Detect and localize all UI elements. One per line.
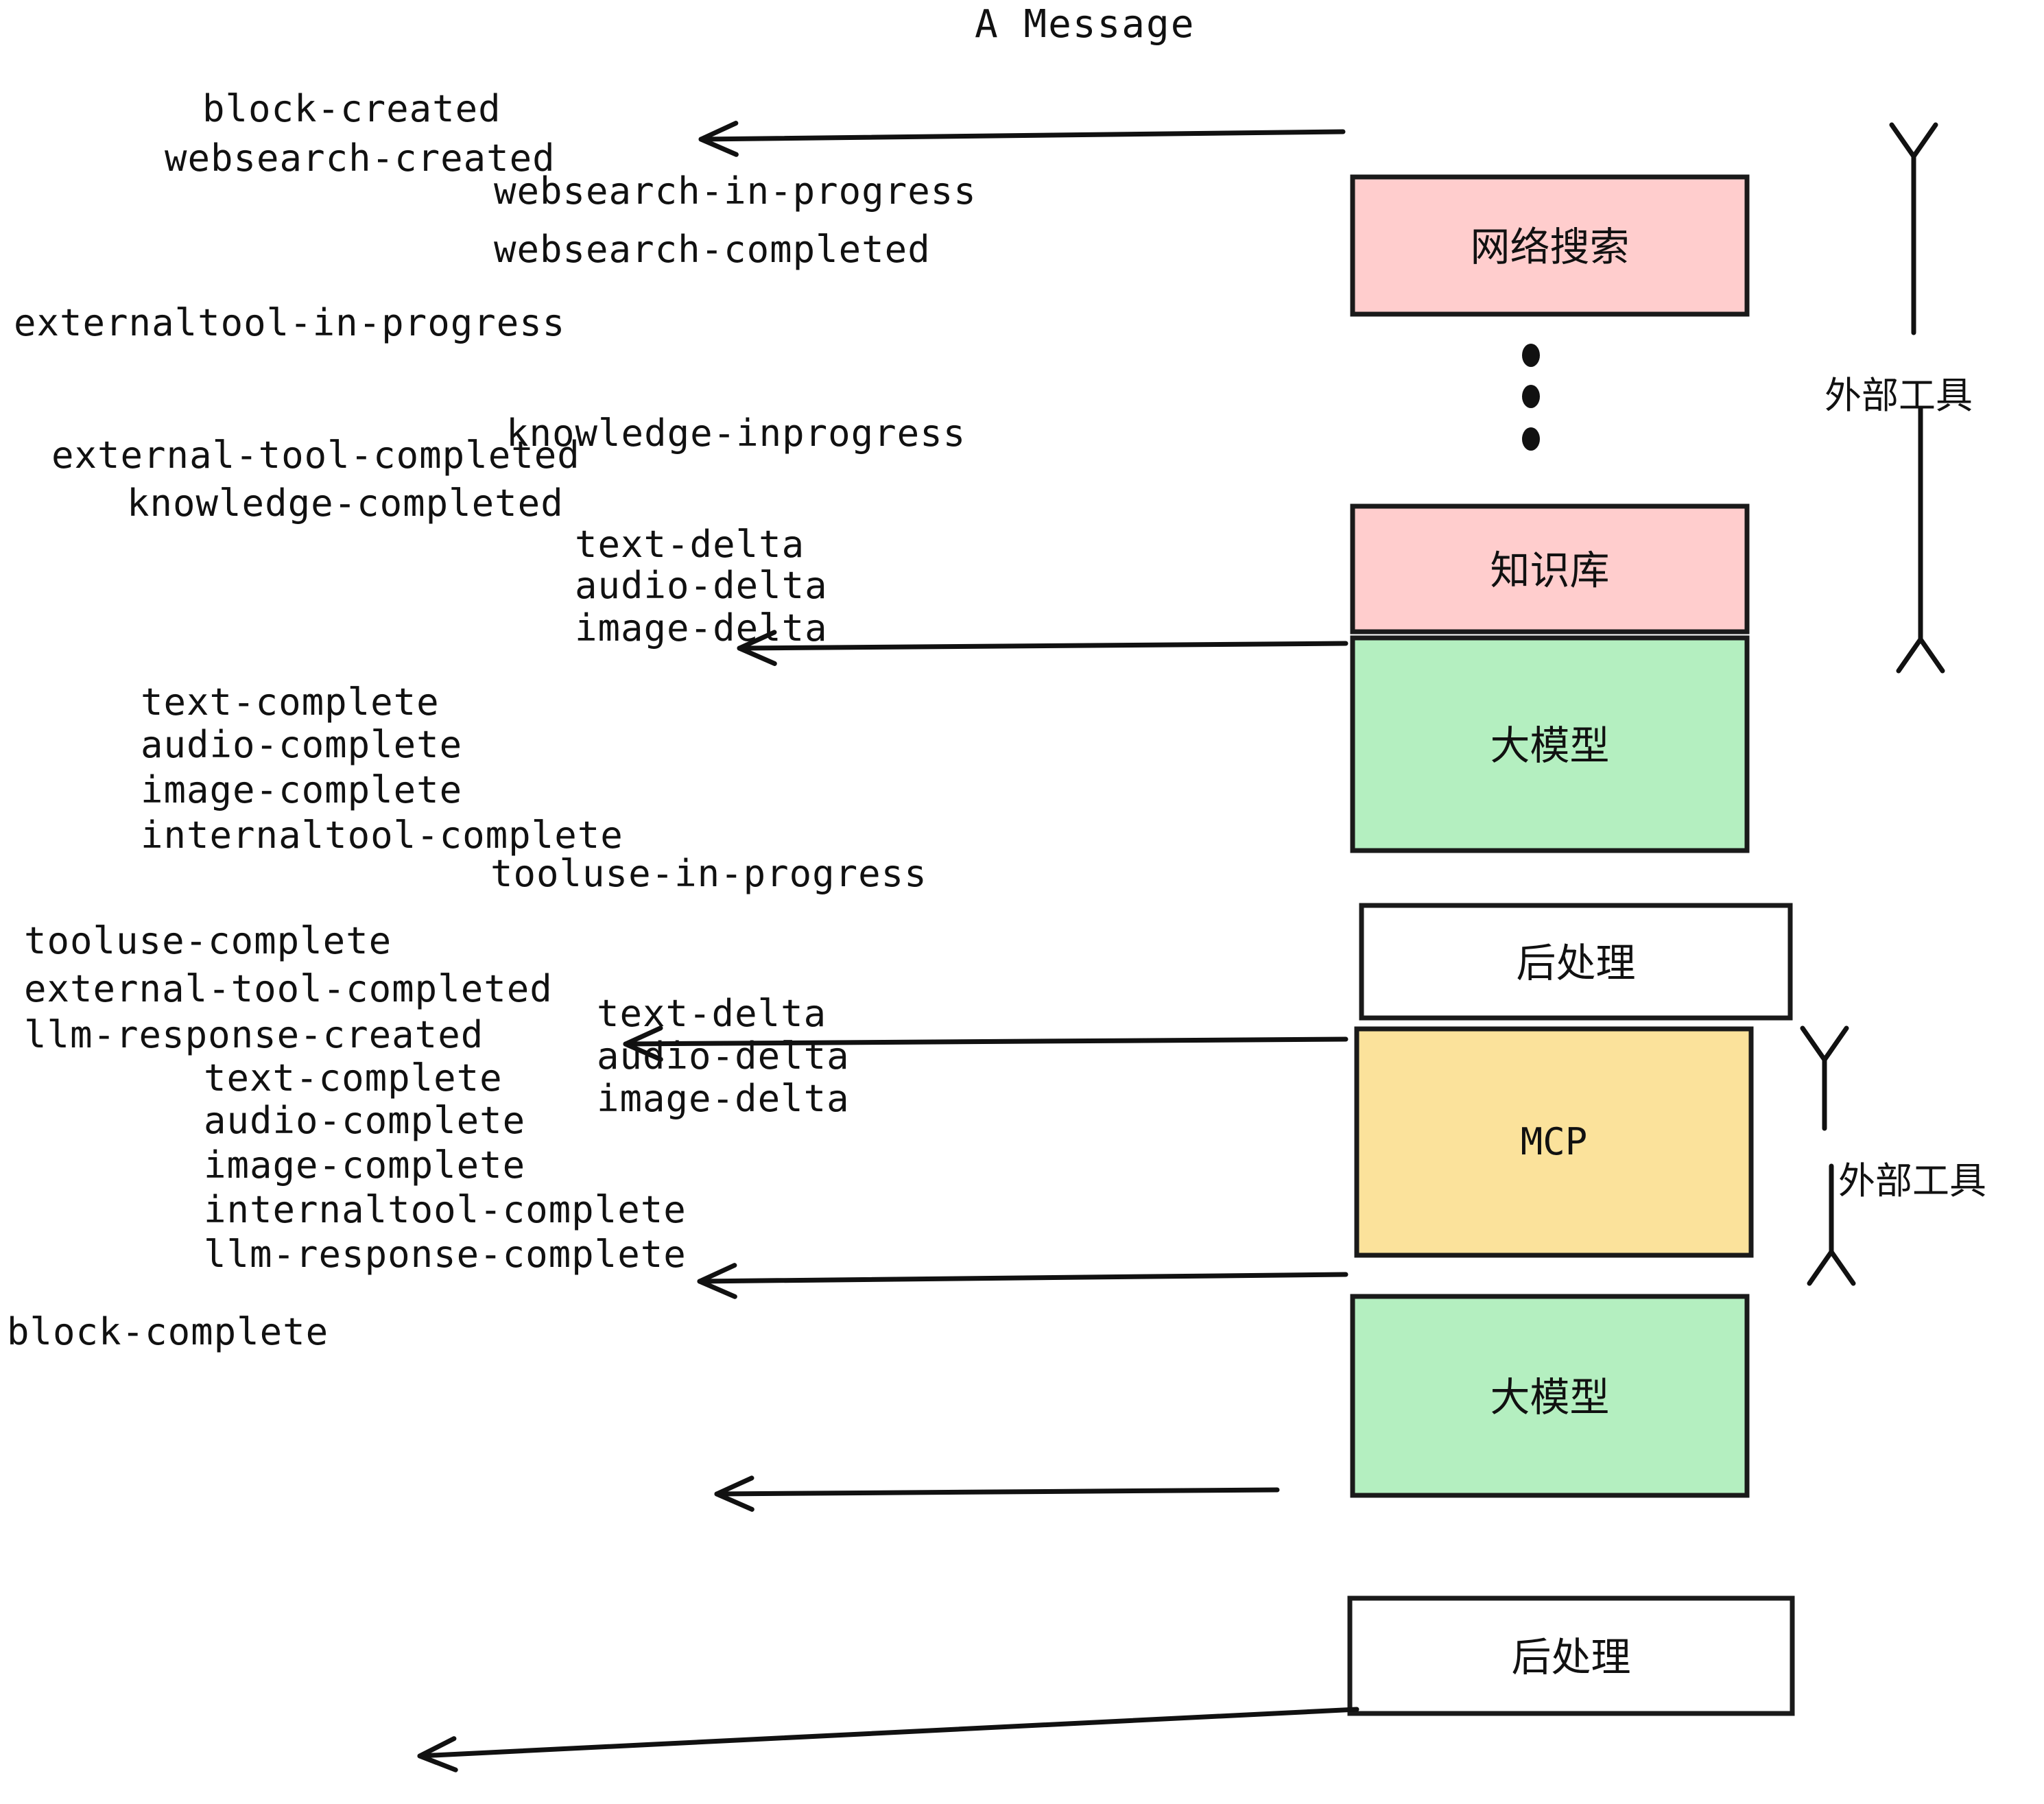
box-rect-postprocess-1 — [1359, 903, 1793, 1021]
event-label-image-complete-1: image-complete — [141, 768, 462, 811]
box-label-postprocess-2: 后处理 — [1511, 1634, 1630, 1681]
event-label-websearch-in-progress: websearch-in-progress — [494, 169, 977, 213]
ellipsis-dot-1 — [1522, 344, 1540, 367]
event-label-llm-response-created: llm-response-created — [24, 1013, 484, 1056]
box-postprocess-1[interactable]: 后处理 — [1359, 903, 1793, 1021]
event-arrows — [417, 121, 1359, 1772]
external-tool-arrows — [1800, 122, 1945, 1286]
arrow-audio-complete — [714, 1475, 1280, 1512]
arrow-block-complete-line — [417, 1707, 1359, 1759]
box-rect-llm-1 — [1350, 635, 1750, 853]
event-label-knowledge-inprogress: knowledge-inprogress — [506, 412, 966, 455]
box-knowledge[interactable]: 知识库 — [1350, 503, 1750, 634]
arrow-knowledge-completed — [737, 630, 1348, 666]
ellipsis-dot-3 — [1522, 427, 1540, 451]
event-label-external-tool-completed-1: external-tool-completed — [51, 434, 580, 477]
arrow-image-complete-head — [623, 1025, 663, 1062]
event-label-audio-complete-2: audio-complete — [204, 1099, 525, 1142]
page-title: A Message — [975, 2, 1195, 47]
event-label-internaltool-complete-2: internaltool-complete — [204, 1188, 687, 1231]
box-llm-2[interactable]: 大模型 — [1350, 1294, 1750, 1498]
arrow-audio-complete-head — [714, 1475, 754, 1512]
box-llm-1[interactable]: 大模型 — [1350, 635, 1750, 853]
event-label-tooluse-in-progress: tooluse-in-progress — [490, 852, 927, 895]
event-label-tooluse-complete: tooluse-complete — [24, 919, 392, 962]
arrow-block-complete — [417, 1707, 1359, 1772]
event-label-websearch-completed: websearch-completed — [494, 228, 931, 271]
arrow-block-complete-head — [417, 1736, 458, 1772]
arrow-knowledge-completed-line — [737, 641, 1348, 651]
external-tools-up-arrow-top — [1889, 122, 1938, 335]
box-label-llm-1: 大模型 — [1490, 722, 1609, 769]
box-rect-mcp — [1354, 1026, 1754, 1258]
arrow-block-created — [698, 121, 1346, 157]
external-tools-down-arrow-bottom — [1807, 1163, 1856, 1286]
ellipsis-dot-2 — [1522, 385, 1540, 408]
external-tools-down-arrow-bottom-head — [1807, 1249, 1856, 1286]
event-label-llm-response-complete: llm-response-complete — [204, 1233, 687, 1276]
event-label-websearch-created: websearch-created — [165, 137, 556, 180]
event-label-image-complete-2: image-complete — [204, 1143, 525, 1187]
arrow-tooluse-complete-head — [697, 1263, 737, 1299]
event-label-knowledge-completed: knowledge-completed — [127, 482, 564, 525]
arrow-audio-complete-line — [714, 1487, 1280, 1497]
box-label-knowledge: 知识库 — [1490, 547, 1609, 594]
event-label-internaltool-complete-1: internaltool-complete — [141, 814, 623, 857]
box-rect-postprocess-2 — [1347, 1595, 1795, 1716]
external-tools-up-arrow-bottom-head — [1800, 1025, 1849, 1063]
box-websearch[interactable]: 网络搜索 — [1350, 174, 1750, 317]
event-label-audio-complete-1: audio-complete — [141, 723, 462, 766]
group-label-external-tools-top: 外部工具 — [1825, 374, 1973, 417]
box-label-postprocess-1: 后处理 — [1516, 940, 1635, 986]
external-tools-down-arrow-top — [1896, 405, 1945, 674]
arrow-block-created-head — [698, 121, 739, 157]
box-label-mcp: MCP — [1521, 1120, 1588, 1163]
event-label-text-delta-1: text-delta — [575, 523, 805, 566]
event-label-externaltool-in-progress: externaltool-in-progress — [14, 301, 565, 344]
arrow-block-created-line — [698, 129, 1346, 142]
event-label-block-complete: block-complete — [7, 1310, 329, 1353]
arrow-image-complete — [623, 1025, 1348, 1062]
box-postprocess-2[interactable]: 后处理 — [1347, 1595, 1795, 1716]
event-labels: block-createdwebsearch-createdwebsearch-… — [7, 87, 977, 1353]
box-label-llm-2: 大模型 — [1490, 1374, 1609, 1421]
event-label-audio-delta-1: audio-delta — [575, 564, 828, 607]
event-label-block-created: block-created — [202, 87, 501, 130]
event-label-external-tool-completed-2: external-tool-completed — [24, 967, 553, 1010]
arrow-image-complete-line — [623, 1036, 1348, 1047]
arrow-tooluse-complete-line — [697, 1272, 1348, 1284]
box-rect-websearch — [1350, 174, 1750, 317]
box-rect-knowledge — [1350, 503, 1750, 634]
box-rect-llm-2 — [1350, 1294, 1750, 1498]
external-tools-down-arrow-top-head — [1896, 637, 1945, 674]
group-label-external-tools-bottom: 外部工具 — [1838, 1159, 1986, 1202]
box-label-websearch: 网络搜索 — [1470, 224, 1629, 270]
event-label-text-delta-2: text-delta — [597, 992, 827, 1035]
event-label-image-delta-1: image-delta — [575, 606, 828, 650]
external-tools-up-arrow-bottom — [1800, 1025, 1849, 1131]
event-label-text-complete-2: text-complete — [204, 1056, 503, 1100]
external-tools-up-arrow-top-head — [1889, 122, 1938, 159]
box-mcp[interactable]: MCP — [1354, 1026, 1754, 1258]
event-label-audio-delta-2: audio-delta — [597, 1034, 850, 1078]
vertical-ellipsis — [1522, 344, 1540, 451]
arrow-knowledge-completed-head — [737, 630, 777, 666]
arrow-tooluse-complete — [697, 1263, 1348, 1299]
event-label-text-complete-1: text-complete — [141, 680, 440, 724]
event-label-image-delta-2: image-delta — [597, 1077, 850, 1120]
